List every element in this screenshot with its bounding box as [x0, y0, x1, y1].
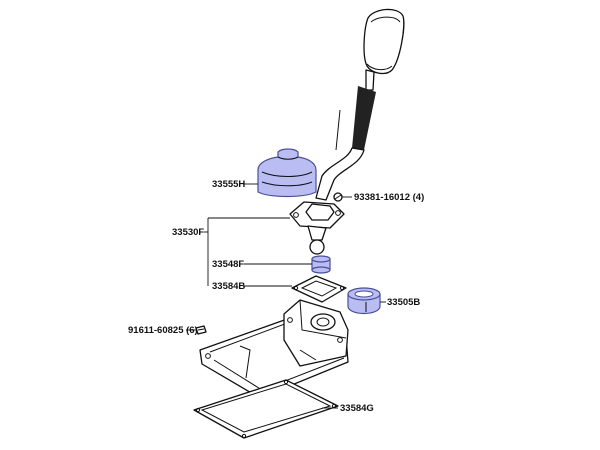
bolt-lower: [195, 325, 207, 335]
callout-gasket-upper: 33584B: [212, 281, 245, 292]
shift-knob: [363, 8, 405, 75]
leader-lines: [186, 183, 386, 409]
callout-gasket-lower: 33584G: [340, 403, 374, 414]
callout-bolt-lower: 91611-60825 (6): [128, 325, 198, 336]
shift-seat: [347, 287, 381, 315]
lever-retainer: [289, 201, 345, 255]
callout-bushing: 33548F: [212, 259, 244, 270]
upper-gasket: [291, 275, 347, 303]
callout-bolt: 93381-16012 (4): [354, 192, 424, 203]
callout-boot: 33555H: [212, 179, 245, 190]
lower-gasket: [193, 379, 339, 439]
shift-boot: [257, 148, 317, 198]
bushing: [311, 255, 331, 274]
bolt-small: [333, 192, 343, 202]
shift-housing: [199, 299, 349, 399]
shift-lever: [315, 69, 376, 201]
callout-assembly: 33530F: [172, 227, 204, 238]
callout-seat: 33505B: [387, 297, 420, 308]
